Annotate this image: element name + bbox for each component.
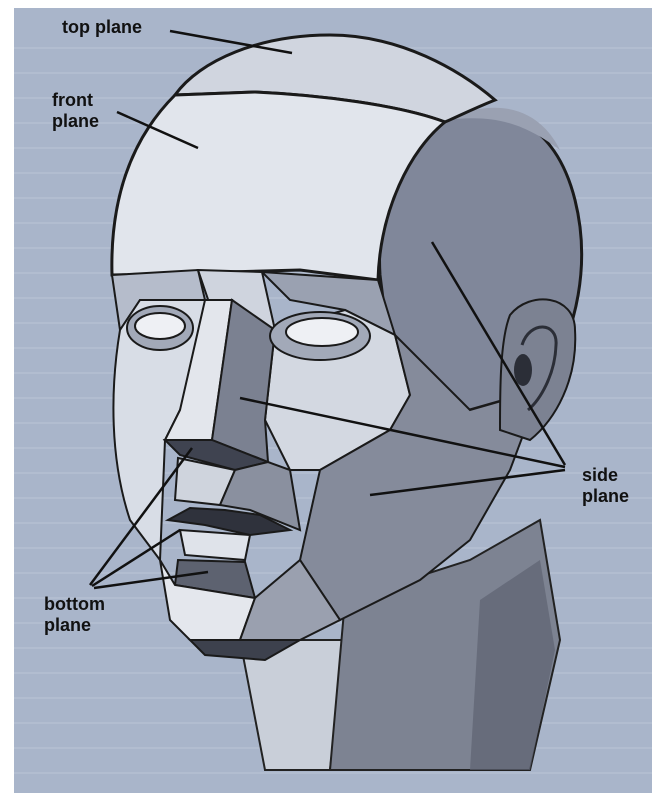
label-bottom-plane: bottom plane [44,594,105,636]
label-bottom-plane-line2: plane [44,615,105,636]
label-side-plane-line2: plane [582,486,629,507]
lower-lip [180,530,250,560]
label-side-plane: side plane [582,465,629,507]
label-bottom-plane-line1: bottom [44,594,105,615]
label-top-plane-line1: top plane [62,17,142,38]
label-front-plane: front plane [52,90,99,132]
label-side-plane-line1: side [582,465,629,486]
eye-left [127,306,193,350]
label-top-plane: top plane [62,17,142,38]
eye-right [270,312,370,360]
label-front-plane-line2: plane [52,111,99,132]
label-front-plane-line1: front [52,90,99,111]
